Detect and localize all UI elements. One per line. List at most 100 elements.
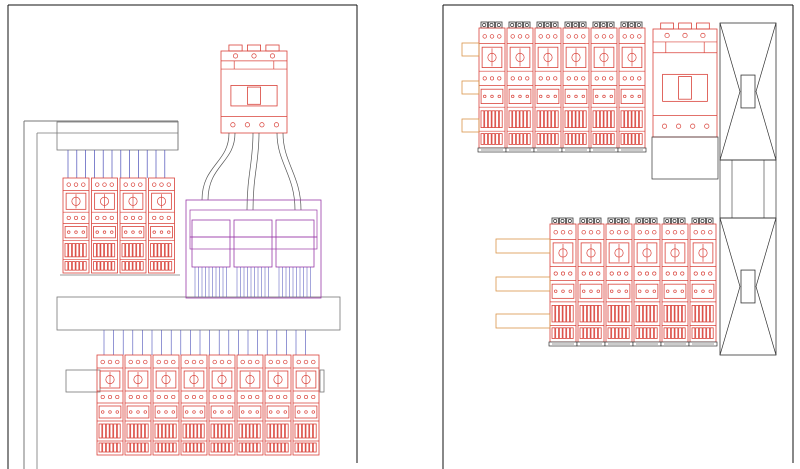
terminal-screw [624, 289, 628, 293]
terminal-screw [510, 76, 515, 81]
starter-body [91, 177, 118, 274]
terminal-slot [691, 305, 696, 323]
terminal-screw [483, 94, 487, 99]
terminal-screw [554, 289, 558, 293]
terminal-screw [602, 94, 606, 99]
terminal-slot [536, 133, 541, 145]
top-terminal [579, 217, 587, 225]
contactor-face [294, 405, 318, 419]
terminal-screw [644, 230, 650, 235]
terminal-slot [79, 243, 83, 258]
terminal-screw [268, 394, 273, 400]
terminal-screw [212, 394, 217, 400]
terminal-slot [603, 110, 608, 129]
terminal-screw [303, 359, 309, 365]
terminal-slot [161, 243, 165, 258]
terminal-screw [666, 289, 670, 293]
terminal-slot [100, 243, 105, 258]
terminal-screw [81, 230, 85, 234]
terminal-screw [623, 94, 627, 99]
terminal-slot [111, 261, 116, 271]
terminal-screw [109, 182, 114, 187]
top-terminal [627, 21, 636, 29]
dial-window [664, 242, 686, 264]
terminal-screw [568, 230, 573, 235]
terminal-screw [661, 123, 668, 129]
terminal-slot [137, 442, 142, 453]
terminal-screw [244, 122, 250, 128]
starter-body [264, 354, 292, 456]
dial-window [621, 46, 643, 69]
terminal-slot [650, 305, 654, 323]
terminal-slot [284, 442, 289, 453]
terminal-screw [701, 289, 705, 293]
label-tag [495, 276, 551, 292]
terminal-slot [498, 110, 503, 129]
terminal-slot [678, 305, 682, 323]
terminal-slot [79, 261, 83, 271]
terminal-screw [517, 23, 522, 27]
line-terminal [265, 44, 280, 52]
terminal-slot [158, 423, 162, 439]
terminal-slot [653, 327, 658, 339]
terminal-screw [138, 230, 142, 234]
terminal-slot [64, 261, 69, 271]
terminal-slot [93, 243, 97, 258]
breaker-handle [678, 76, 692, 100]
terminal-slot [569, 305, 574, 323]
terminal-slot [217, 442, 222, 453]
terminal-slot [150, 243, 154, 258]
terminal-slot [270, 442, 274, 453]
terminal-screw [73, 215, 79, 220]
terminal-screw [269, 53, 276, 59]
terminal-slot [547, 133, 552, 145]
terminal-screw [553, 219, 558, 223]
terminal-slot [519, 110, 524, 129]
terminal-screw [227, 410, 231, 414]
current-transformer [191, 219, 231, 268]
terminal-screw [157, 410, 161, 414]
terminal-screw [553, 34, 558, 39]
ct-busbar [189, 236, 318, 250]
motor-starter [91, 177, 118, 274]
terminal-screw [601, 76, 607, 81]
terminal-screw [538, 76, 543, 81]
top-terminal [594, 217, 602, 225]
terminal-slot [153, 261, 158, 271]
terminal-screw [622, 23, 627, 27]
motor-starter [604, 217, 634, 347]
terminal-slot [491, 110, 496, 129]
terminal-slot [71, 261, 76, 271]
terminal-screw [510, 23, 515, 27]
starter-body [534, 27, 562, 149]
terminal-slot [635, 110, 639, 129]
power-cable [276, 132, 296, 211]
terminal-screw [255, 359, 260, 365]
terminal-slot [168, 243, 173, 258]
terminal-slot [133, 423, 138, 439]
terminal-slot [214, 442, 218, 453]
terminal-screw [247, 359, 253, 365]
terminal-screw [700, 219, 705, 223]
terminal-slot [270, 423, 274, 439]
motor-starter [660, 217, 690, 347]
dial-window [580, 242, 602, 264]
terminal-screw [664, 32, 670, 39]
terminal-screw [107, 359, 113, 365]
terminal-screw [184, 394, 189, 400]
terminal-slot [312, 442, 317, 453]
terminal-screw [694, 289, 698, 293]
terminal-slot [139, 243, 144, 258]
terminal-slot [153, 243, 158, 258]
terminal-slot [586, 305, 591, 323]
terminal-slot [508, 133, 513, 145]
terminal-slot [495, 110, 499, 129]
terminal-screw [135, 359, 141, 365]
terminal-screw [311, 394, 316, 400]
terminal-screw [594, 34, 599, 39]
terminal-slot [554, 133, 559, 145]
terminal-slot [157, 243, 162, 258]
terminal-slot [281, 442, 285, 453]
terminal-slot [164, 261, 169, 271]
terminal-slot [102, 442, 106, 453]
